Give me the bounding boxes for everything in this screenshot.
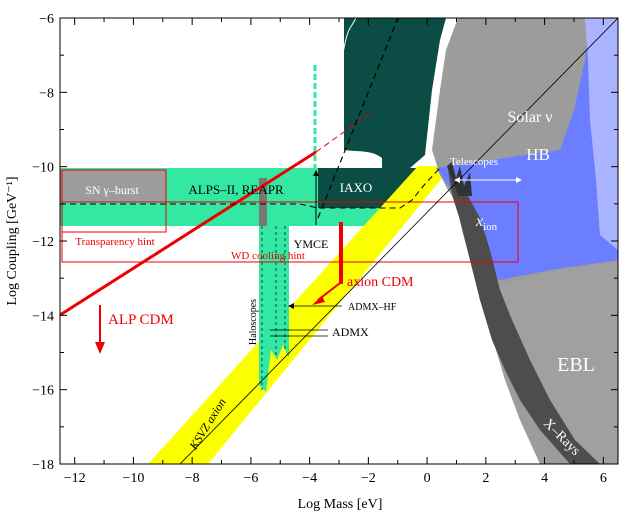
label-haloscopes: Haloscopes — [248, 299, 259, 345]
hb-light-region — [585, 18, 618, 250]
label-hb: HB — [526, 145, 550, 164]
solar-gray-top — [446, 18, 580, 152]
ksvz-band — [148, 166, 452, 464]
helioscopes-region — [60, 18, 446, 168]
y-axis-title: Log Coupling [GeV⁻¹] — [5, 176, 20, 305]
x-tick-label: −12 — [64, 471, 86, 486]
y-tick-label: −6 — [39, 12, 54, 27]
x-tick-label: 4 — [541, 471, 548, 486]
y-tick-label: −14 — [32, 309, 54, 324]
x-tick-label: −8 — [185, 471, 200, 486]
axis-ticks: −12 −10 −8 −6 −4 −2 0 2 4 6 −18 −16 −14 −12 −10 −8 −6 — [32, 12, 618, 486]
admx-hf-arrowhead — [288, 303, 294, 309]
y-tick-label: −10 — [32, 161, 54, 176]
alp-cdm-dashed — [315, 111, 373, 153]
telescopes-arrowhead-left — [454, 177, 460, 183]
transparency-hint-box — [61, 169, 167, 233]
label-ebl: EBL — [557, 354, 595, 376]
x-tick-label: −6 — [243, 471, 258, 486]
label-xion: xion — [475, 213, 498, 233]
y-tick-label: −12 — [32, 235, 54, 250]
label-admx-hf: ADMX–HF — [348, 302, 397, 313]
label-lsw: LSW — [169, 45, 211, 67]
x-tick-label: 2 — [482, 471, 489, 486]
wd-cooling-hint-box — [61, 201, 519, 263]
alps-dashed-outline — [60, 167, 441, 209]
label-admx: ADMX — [332, 325, 369, 339]
label-alps: ALPS–II, REAPR — [188, 182, 284, 197]
label-iaxo: IAXO — [340, 180, 373, 195]
y-tick-label: −8 — [39, 86, 54, 101]
label-xion-subscript: ion — [483, 221, 498, 233]
label-solar-nu: Solar ν — [507, 109, 552, 126]
label-axion-cdm: axion CDM — [347, 275, 414, 290]
x-tick-label: −10 — [122, 471, 144, 486]
y-tick-label: −18 — [32, 458, 54, 473]
label-sn-burst: SN γ–burst — [85, 183, 139, 197]
label-alp-cdm: ALP CDM — [108, 312, 174, 328]
x-tick-label: −4 — [302, 471, 317, 486]
alp-cdm-arrowhead — [95, 342, 105, 354]
ymce-arrowhead — [313, 170, 319, 176]
iaxo-dashed-line — [317, 18, 399, 219]
axion-cdm-arrowhead — [312, 296, 325, 305]
haloscope-green — [259, 226, 289, 392]
telescopes-arrowhead-right — [516, 177, 522, 183]
label-wd-cooling-hint: WD cooling hint — [231, 250, 305, 262]
label-telescopes: Telescopes — [450, 156, 498, 168]
xray-region — [448, 170, 600, 464]
x-tick-label: 0 — [424, 471, 431, 486]
y-tick-label: −16 — [32, 384, 54, 399]
x-tick-label: 6 — [600, 471, 607, 486]
x-axis-title: Log Mass [eV] — [298, 497, 383, 512]
plot-regions — [60, 18, 618, 464]
label-transparency-hint: Transparency hint — [75, 236, 154, 248]
alp-cdm-line — [60, 150, 317, 317]
ebl-region — [500, 262, 618, 464]
lsw-curve — [60, 18, 357, 69]
sn-burst-region — [60, 170, 166, 202]
label-helioscopes: Helioscopes (CAST) — [111, 120, 270, 141]
label-ymce: YMCE — [294, 237, 329, 251]
x-tick-label: −2 — [361, 471, 376, 486]
ksvz-reference-line — [179, 18, 618, 464]
